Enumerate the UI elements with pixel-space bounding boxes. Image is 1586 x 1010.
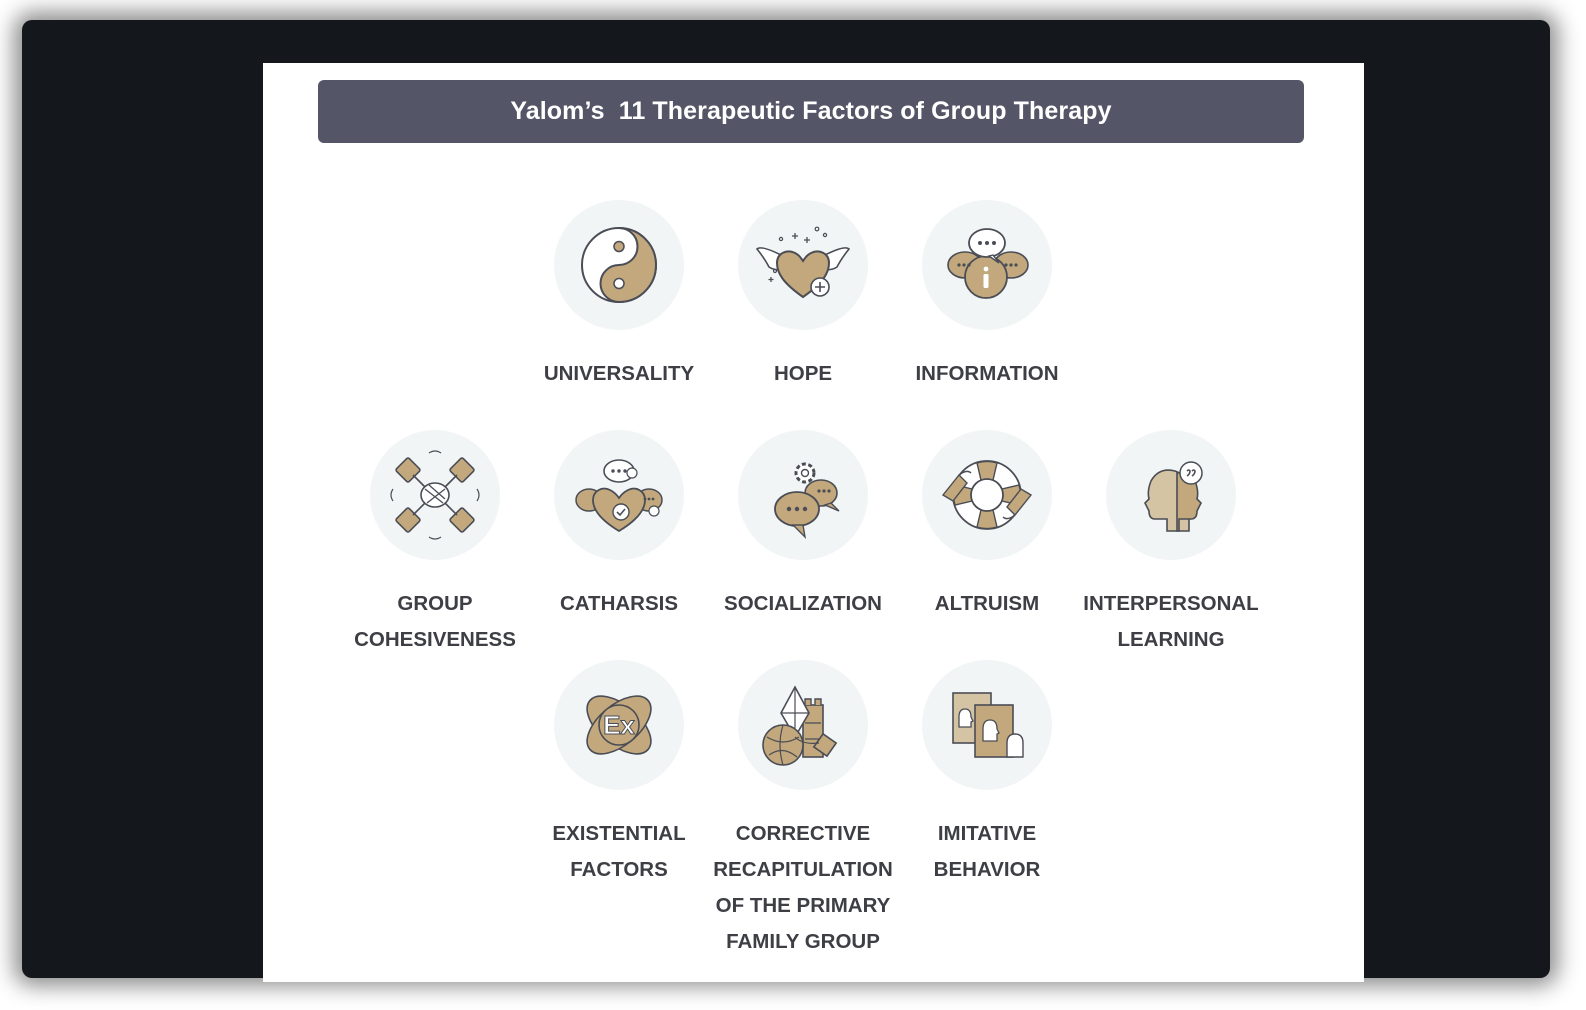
- factor-label: ALTRUISM: [934, 592, 1040, 615]
- factor-label: EXISTENTIAL FACTORS: [552, 822, 686, 881]
- gear-chat-icon: [774, 462, 840, 540]
- factor-circle: [370, 430, 500, 560]
- atom-ex-icon: Ex: [586, 695, 652, 755]
- factor-interpersonal-learning: INTERPERSONAL LEARNING: [1076, 430, 1266, 658]
- factor-circle: [922, 660, 1052, 790]
- joined-hands-icon: [390, 450, 480, 540]
- page-title: Yalom’s 11 Therapeutic Factors of Group …: [318, 80, 1304, 143]
- factor-socialization: SOCIALIZATION: [708, 430, 898, 622]
- heart-bubbles-icon: [575, 459, 663, 533]
- factor-label: IMITATIVE BEHAVIOR: [933, 822, 1041, 881]
- factor-label: UNIVERSALITY: [543, 362, 695, 385]
- factor-label: CORRECTIVE RECAPITULATION OF THE PRIMARY…: [713, 822, 893, 953]
- factor-catharsis: CATHARSIS: [524, 430, 714, 622]
- factor-label: INTERPERSONAL LEARNING: [1083, 592, 1259, 651]
- factor-information: INFORMATION: [892, 200, 1082, 392]
- infographic-page: Yalom’s 11 Therapeutic Factors of Group …: [263, 63, 1364, 982]
- toys-icon: [762, 685, 838, 766]
- factor-circle: [1106, 430, 1236, 560]
- factor-circle: [554, 200, 684, 330]
- yin-yang-icon: [581, 227, 657, 304]
- factor-circle: [554, 430, 684, 560]
- two-heads-icon: [1144, 461, 1203, 532]
- factor-imitative-behavior: IMITATIVE BEHAVIOR: [892, 660, 1082, 888]
- info-speech-bubbles-icon: [947, 228, 1029, 299]
- factor-circle: [922, 200, 1052, 330]
- factor-label: CATHARSIS: [559, 592, 679, 615]
- factor-existential: Ex EXISTENTIAL FACTORS: [524, 660, 714, 888]
- factor-label: INFORMATION: [915, 362, 1059, 385]
- factor-hope: HOPE: [708, 200, 898, 392]
- factor-label: HOPE: [773, 362, 833, 385]
- factor-circle: Ex: [554, 660, 684, 790]
- portrait-frames-icon: [952, 692, 1024, 758]
- factor-label: SOCIALIZATION: [724, 592, 882, 615]
- lifebuoy-hands-icon: [941, 460, 1033, 530]
- factor-circle: [738, 430, 868, 560]
- factor-circle: [738, 200, 868, 330]
- factor-circle: [922, 430, 1052, 560]
- factor-altruism: ALTRUISM: [892, 430, 1082, 622]
- factor-corrective-recapitulation: CORRECTIVE RECAPITULATION OF THE PRIMARY…: [708, 660, 898, 960]
- screen-frame: Yalom’s 11 Therapeutic Factors of Group …: [22, 20, 1550, 982]
- factor-group-cohesiveness: GROUP COHESIVENESS: [340, 430, 530, 658]
- factor-universality: UNIVERSALITY: [524, 200, 714, 392]
- winged-heart-icon: [755, 226, 851, 299]
- svg-text:Ex: Ex: [603, 710, 635, 740]
- factor-circle: [738, 660, 868, 790]
- factor-label: GROUP COHESIVENESS: [354, 592, 516, 651]
